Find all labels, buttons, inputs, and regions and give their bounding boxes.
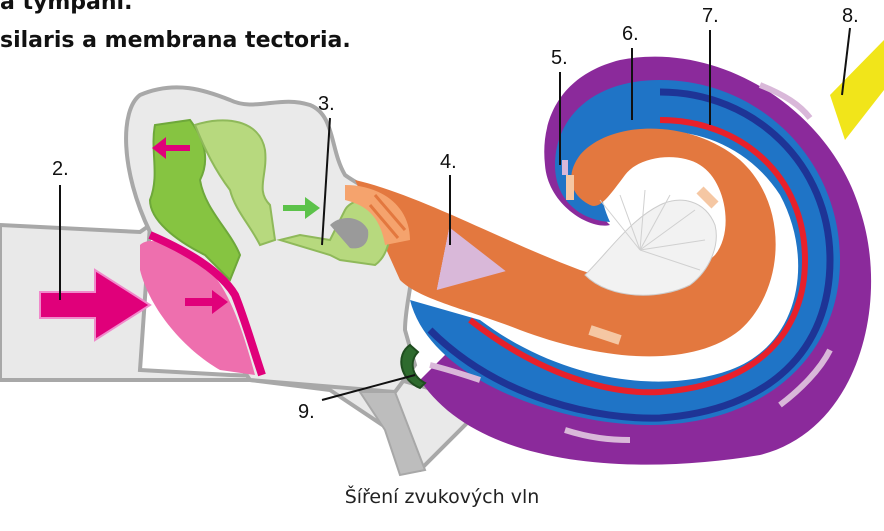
label-8: 8. <box>842 5 859 27</box>
label-7: 7. <box>702 5 719 27</box>
label-2: 2. <box>52 158 69 180</box>
caption: Šíření zvukových vln <box>0 486 884 508</box>
label-4: 4. <box>440 151 457 173</box>
label-5: 5. <box>551 47 568 69</box>
label-3: 3. <box>318 93 335 115</box>
label-9: 9. <box>298 401 315 423</box>
label-6: 6. <box>622 23 639 45</box>
auditory-nerve <box>830 40 884 140</box>
